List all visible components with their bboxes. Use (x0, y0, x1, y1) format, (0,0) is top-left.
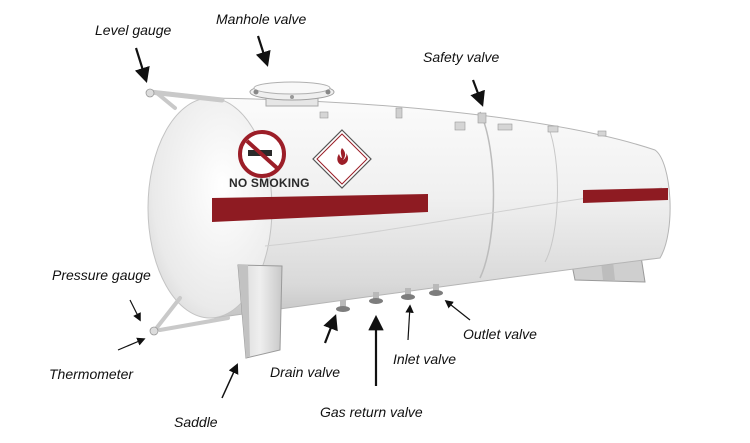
level-gauge-pipe (145, 88, 225, 110)
arrow-saddle (221, 363, 239, 399)
label-drain-valve: Drain valve (270, 364, 341, 380)
no-smoking-icon (238, 130, 286, 178)
flammable-hazard-icon (312, 129, 372, 189)
arrow-manhole-valve (255, 35, 271, 67)
label-manhole-valve: Manhole valve (216, 11, 307, 27)
arrow-inlet-valve (405, 304, 414, 341)
gauge-piping (149, 296, 230, 336)
label-saddle: Saddle (174, 414, 218, 430)
arrow-thermometer (117, 337, 146, 351)
no-smoking-text: NO SMOKING (229, 176, 310, 190)
arrow-safety-valve (470, 79, 485, 107)
bottom-nozzles (336, 284, 443, 312)
red-stripe-rear (583, 188, 668, 203)
callout-arrows (117, 35, 485, 399)
saddle-front (237, 264, 283, 359)
label-safety-valve: Safety valve (423, 49, 500, 65)
arrow-pressure-gauge (129, 299, 141, 322)
label-pressure-gauge: Pressure gauge (52, 267, 151, 283)
arrow-outlet-valve (444, 299, 471, 321)
label-gas-return-valve: Gas return valve (320, 404, 423, 420)
red-stripe-front (212, 194, 428, 222)
arrow-level-gauge (134, 47, 150, 83)
tank-body (147, 97, 671, 319)
label-level-gauge: Level gauge (95, 22, 172, 38)
manhole (249, 81, 335, 107)
arrow-drain-valve (323, 314, 338, 344)
label-thermometer: Thermometer (49, 366, 134, 382)
label-outlet-valve: Outlet valve (463, 326, 537, 342)
label-inlet-valve: Inlet valve (393, 351, 457, 367)
